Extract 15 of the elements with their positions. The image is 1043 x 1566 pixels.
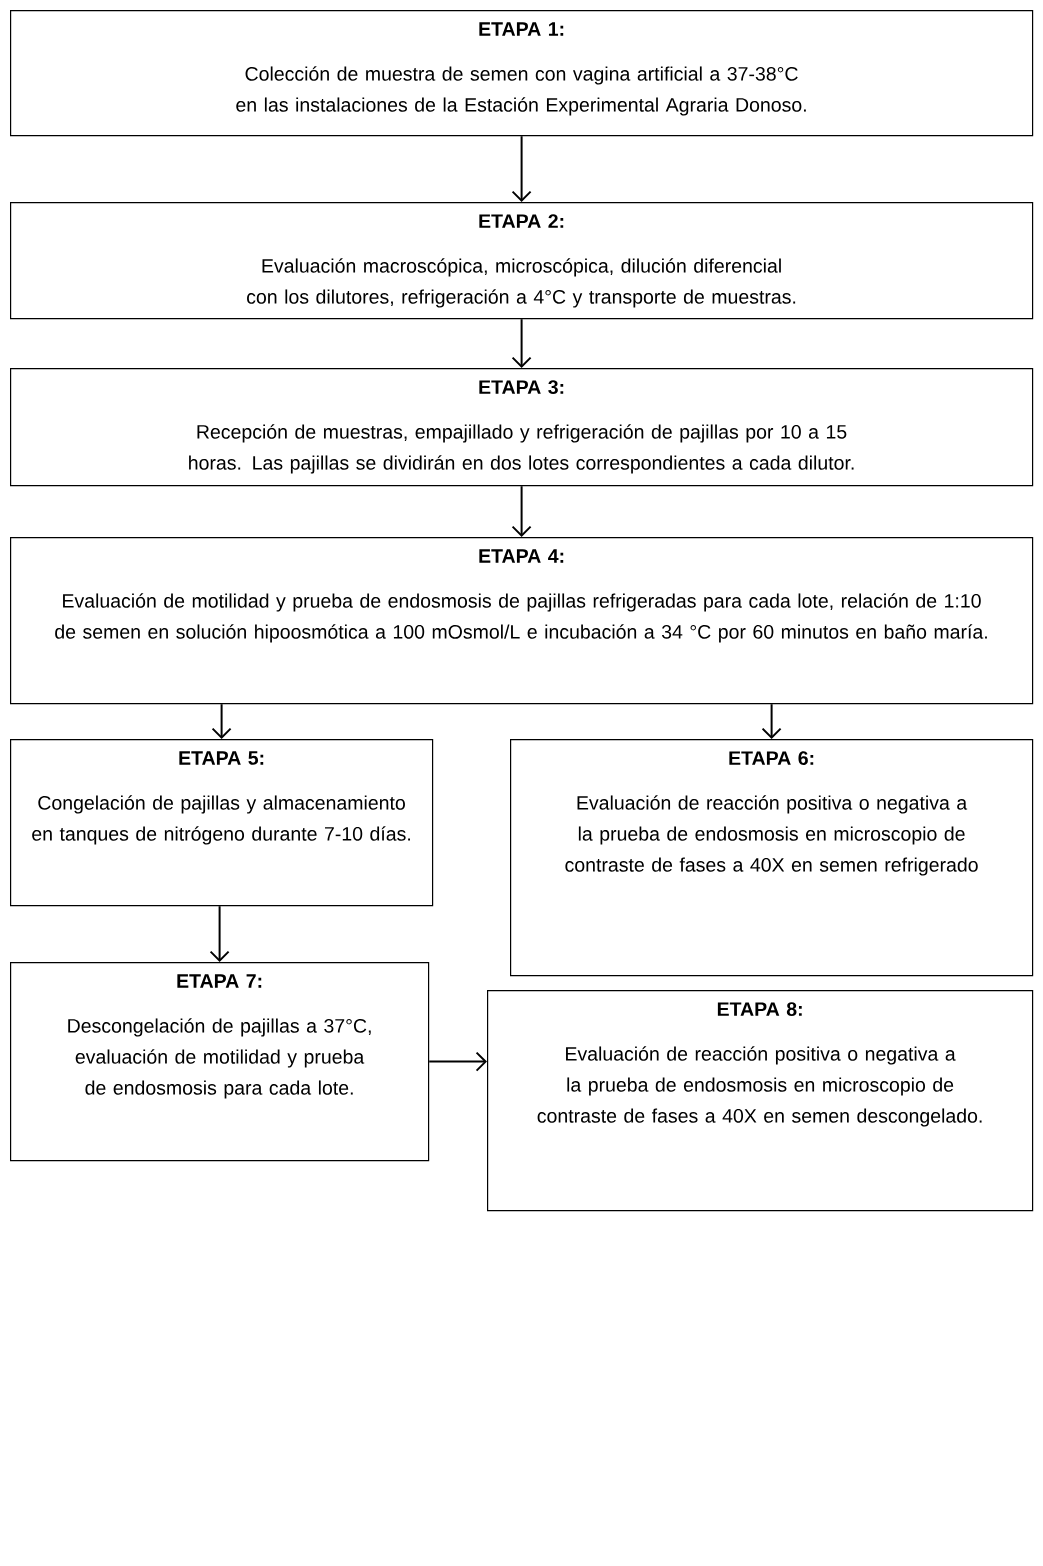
arrow: [511, 135, 532, 202]
process-box: ETAPA 1: Colección de muestra de semen con vagina artificial a 37-38°C en las instalaciones de la Estación Experimental Agraria Donoso.: [10, 10, 1034, 137]
arrow: [428, 1051, 487, 1072]
arrow: [209, 905, 230, 962]
process-box: ETAPA 2: Evaluación macroscópica, microscópica, dilución diferencial con los dilutores, refrigeración a 4°C y transporte de muestras.: [10, 202, 1034, 320]
process-box: ETAPA 7: Descongelación de pajillas a 37°C, evaluación de motilidad y prueba de endosmosis para cada lote.: [10, 962, 430, 1162]
process-box: ETAPA 8: Evaluación de reacción positiva o negativa a la prueba de endosmosis en microscopio de contraste de fases a 40X en semen descongelado.: [487, 990, 1034, 1212]
arrow: [511, 485, 532, 537]
process-box: ETAPA 3: Recepción de muestras, empajillado y refrigeración de pajillas por 10 a 15 horas. Las pajillas se dividirán en dos lotes correspondientes a cada dilutor.: [10, 368, 1034, 487]
arrow: [511, 318, 532, 368]
process-box: ETAPA 4: Evaluación de motilidad y prueba de endosmosis de pajillas refrigeradas para cada lote, relación de 1:10 de semen en solución hipoosmótica a 100 mOsmol/L e incubación a 34 °C por 60 minutos en baño maría.: [10, 537, 1034, 705]
process-box: ETAPA 5: Congelación de pajillas y almacenamiento en tanques de nitrógeno durante 7-10 días.: [10, 739, 434, 907]
arrow: [761, 703, 782, 739]
process-box: ETAPA 6: Evaluación de reacción positiva o negativa a la prueba de endosmosis en microscopio de contraste de fases a 40X en semen refrigerado: [510, 739, 1034, 977]
arrow: [211, 703, 232, 739]
